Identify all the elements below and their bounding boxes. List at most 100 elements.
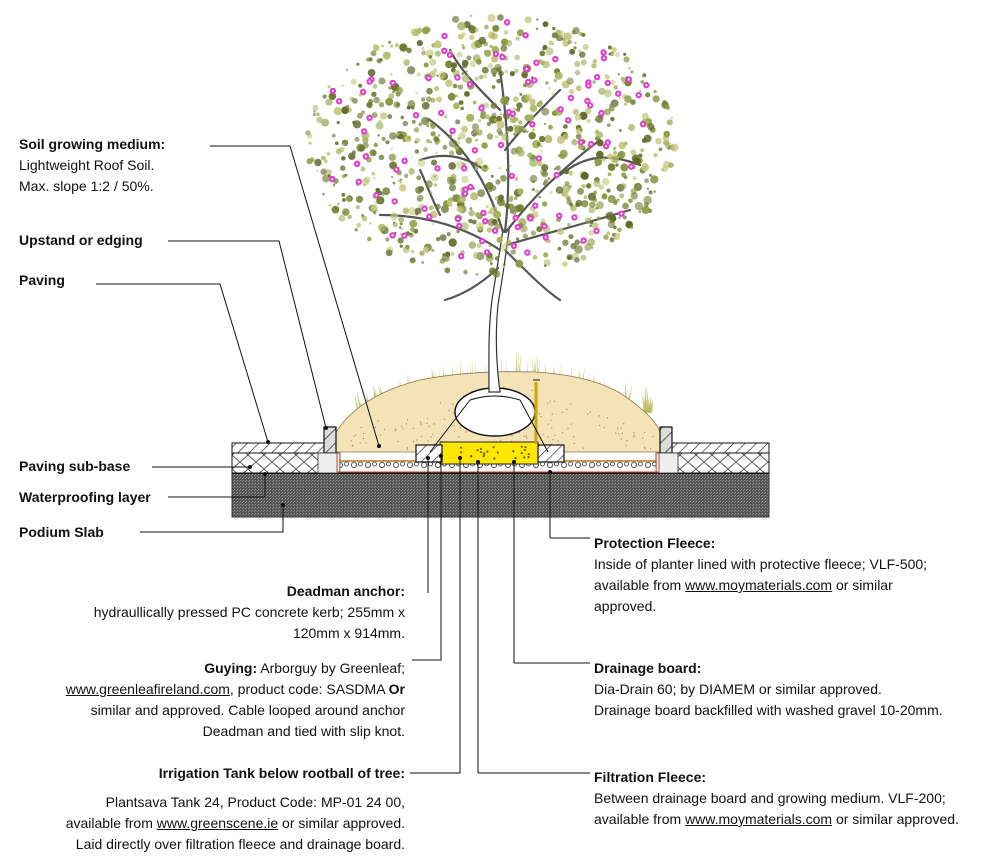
leaf: [463, 269, 468, 275]
link-moymaterials-2[interactable]: www.moymaterials.com: [685, 811, 833, 827]
soil-grain: [405, 423, 408, 425]
grass-blade: [643, 386, 647, 414]
leaf: [670, 143, 679, 152]
leaf: [516, 237, 520, 241]
leaf: [484, 49, 492, 57]
leaf: [461, 125, 468, 133]
leaf: [321, 118, 330, 127]
leaf: [371, 112, 378, 119]
blossom-centre: [512, 244, 516, 247]
leaf: [407, 66, 416, 75]
blossom-centre: [602, 57, 606, 60]
leaf: [481, 142, 488, 149]
blossom-centre: [525, 67, 528, 71]
leaf: [442, 144, 448, 150]
leaf: [492, 270, 501, 278]
leaf: [487, 13, 496, 22]
leaf: [378, 223, 386, 232]
leaf: [655, 137, 662, 145]
leaf: [322, 94, 327, 99]
leaf: [391, 175, 394, 179]
leaf: [444, 267, 451, 274]
tank-dot: [459, 446, 463, 449]
leaf: [624, 95, 632, 103]
leaf: [472, 251, 481, 260]
leaf: [495, 179, 501, 185]
leaf: [616, 198, 620, 202]
leaf: [408, 232, 414, 238]
leaf: [612, 146, 617, 151]
leaf: [468, 25, 477, 34]
grass-blade: [646, 385, 651, 413]
leaf: [557, 154, 561, 158]
leaf: [461, 43, 465, 47]
soil-grain: [620, 438, 623, 440]
blossom-centre: [368, 116, 371, 119]
leaf: [652, 95, 660, 103]
leaf: [403, 59, 410, 66]
leaf: [596, 201, 604, 210]
soil-grain: [453, 425, 455, 427]
leaf: [668, 162, 674, 168]
leaf: [390, 73, 393, 76]
leaf: [589, 224, 593, 228]
leaf: [643, 195, 652, 205]
irrigation-tank: [439, 441, 539, 465]
leaf: [671, 117, 673, 119]
blossom-centre: [480, 107, 483, 110]
leaf: [630, 226, 634, 229]
leaf: [603, 234, 609, 240]
link-moymaterials-1[interactable]: www.moymaterials.com: [685, 577, 833, 593]
leaf: [425, 49, 434, 58]
soil-grain: [465, 431, 467, 433]
blossom-centre: [514, 216, 517, 219]
leaf: [321, 155, 326, 161]
leaf: [326, 151, 331, 156]
leaf: [519, 92, 523, 96]
leaf: [609, 215, 617, 222]
soil-grain: [621, 432, 623, 435]
leaf: [342, 143, 345, 146]
leaf: [458, 132, 466, 140]
leaf: [584, 243, 592, 251]
leaf: [575, 133, 582, 140]
link-greenscene[interactable]: www.greenscene.ie: [156, 815, 279, 831]
leaf: [423, 246, 429, 253]
leaf: [615, 163, 619, 167]
link-greenleaf[interactable]: www.greenleafireland.com: [65, 681, 230, 697]
soil-grain: [412, 427, 415, 430]
soil-grain: [394, 429, 397, 432]
soil-grain: [551, 427, 553, 429]
leaf: [435, 151, 438, 155]
leaf: [524, 93, 533, 101]
leaf: [347, 214, 352, 219]
leaf: [540, 144, 543, 148]
leaf: [436, 96, 442, 103]
leaf: [367, 69, 376, 77]
leaf: [630, 70, 634, 74]
blossom-centre: [531, 123, 534, 126]
tank-dot: [470, 455, 473, 458]
leaf: [346, 68, 349, 71]
soil-grain: [573, 436, 575, 438]
leaf: [417, 158, 426, 167]
blossom-centre: [586, 99, 589, 103]
leaf: [456, 51, 463, 58]
leaf: [418, 122, 423, 127]
leaf: [398, 133, 404, 140]
leaf: [609, 51, 614, 56]
leaf: [410, 105, 415, 110]
blossom-centre: [484, 220, 487, 223]
leaf: [559, 149, 568, 158]
leaf: [553, 167, 557, 171]
leaf: [573, 46, 577, 50]
leaf: [374, 213, 376, 215]
blossom-centre: [481, 240, 484, 243]
leaf: [452, 15, 460, 23]
soil-grain: [359, 442, 361, 444]
grass-blade: [646, 398, 650, 413]
soil-grain: [561, 432, 564, 434]
leaf: [469, 61, 476, 68]
leaf: [489, 262, 493, 266]
leaf: [577, 187, 584, 195]
